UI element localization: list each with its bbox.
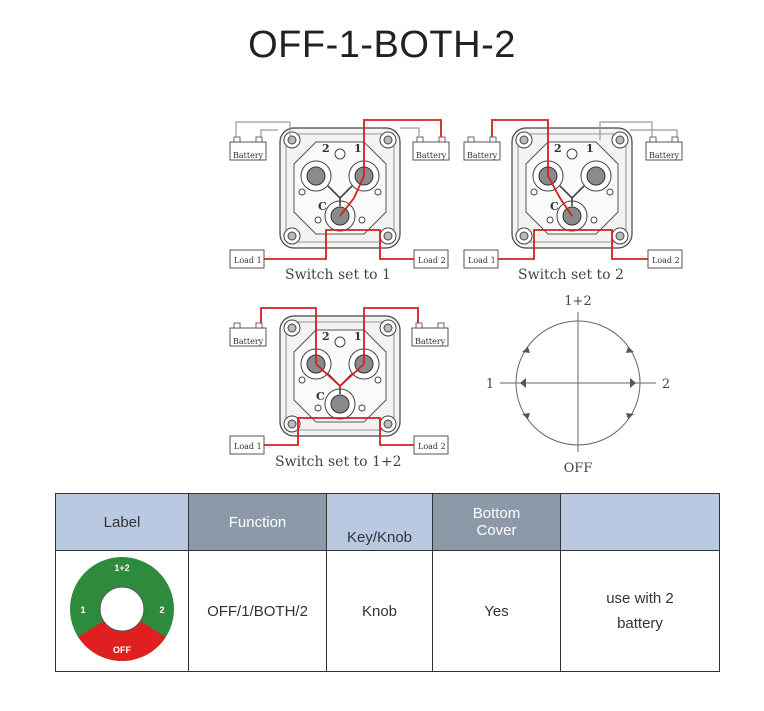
arrow-icon	[520, 378, 526, 388]
header-bottom-line2: Cover	[476, 522, 517, 539]
knob-label-icon: 1+2 1 2 OFF	[70, 557, 174, 661]
dial-right-label: 2	[662, 377, 670, 392]
terminal-c-label: C	[550, 200, 559, 213]
wiring-diagrams: 2 1 C Battery Battery Load 1 Load 2 Swit…	[229, 119, 683, 476]
arrow-icon	[522, 347, 530, 353]
table-header-row: Label Function Key/Knob Bottom Cover	[55, 493, 720, 551]
terminal-c-label: C	[316, 390, 325, 403]
spec-table: Label Function Key/Knob Bottom Cover 1+2…	[55, 493, 720, 672]
load2-label: Load 2	[652, 256, 680, 265]
battery-label: Battery	[467, 151, 498, 160]
cell-function: OFF/1/BOTH/2	[188, 550, 327, 672]
header-key-knob: Key/Knob	[326, 493, 433, 551]
load2-label: Load 2	[418, 442, 446, 451]
terminal-2-label: 2	[322, 330, 330, 343]
diagram-switch-2: 2 1 C Battery Battery Load 1 Load 2 Swit…	[463, 119, 683, 283]
header-label: Label	[55, 493, 189, 551]
arrow-icon	[626, 347, 634, 353]
load2-label: Load 2	[418, 256, 446, 265]
dial-bottom-label: OFF	[564, 461, 593, 476]
dial-top-label: 1+2	[564, 294, 591, 309]
knob-top-label: 1+2	[114, 563, 129, 573]
header-bottom-cover: Bottom Cover	[432, 493, 561, 551]
header-notes	[560, 493, 720, 551]
load1-label: Load 1	[234, 442, 262, 451]
knob-right-label: 2	[159, 605, 164, 615]
cell-key-knob: Knob	[326, 550, 433, 672]
switch2-caption: Switch set to 2	[518, 267, 624, 283]
note-line1: use with 2	[606, 590, 674, 607]
switch1-caption: Switch set to 1	[285, 267, 391, 283]
arrow-icon	[626, 413, 634, 419]
load1-label: Load 1	[234, 256, 262, 265]
battery-label: Battery	[415, 337, 446, 346]
battery-label: Battery	[649, 151, 680, 160]
cell-label-image: 1+2 1 2 OFF	[55, 550, 189, 672]
terminal-2-label: 2	[554, 142, 562, 155]
note-line2: battery	[617, 615, 663, 632]
arrow-icon	[522, 413, 530, 419]
terminal-1-label: 1	[354, 142, 362, 155]
cell-note: use with 2 battery	[560, 550, 720, 672]
battery-label: Battery	[233, 337, 264, 346]
switch12-caption: Switch set to 1+2	[275, 454, 402, 470]
terminal-2-label: 2	[322, 142, 330, 155]
knob-bottom-label: OFF	[113, 645, 131, 655]
battery-label: Battery	[233, 151, 264, 160]
page-title: OFF-1-BOTH-2	[248, 24, 516, 66]
diagram-switch-1-2: 2 1 C Battery Battery Load 1 Load 2 Swit…	[229, 307, 449, 470]
arrow-icon	[630, 378, 636, 388]
battery-label: Battery	[416, 151, 447, 160]
terminal-1-label: 1	[354, 330, 362, 343]
terminal-c-label: C	[318, 200, 327, 213]
knob-left-label: 1	[80, 605, 85, 615]
cell-bottom-cover: Yes	[432, 550, 561, 672]
dial-left-label: 1	[486, 377, 494, 392]
load1-label: Load 1	[468, 256, 496, 265]
header-function: Function	[188, 493, 327, 551]
header-bottom-line1: Bottom	[472, 505, 521, 522]
dial-positions: 1+2 1 2 OFF	[486, 294, 670, 476]
diagram-switch-1: 2 1 C Battery Battery Load 1 Load 2 Swit…	[229, 119, 450, 283]
terminal-1-label: 1	[586, 142, 594, 155]
table-row: 1+2 1 2 OFF OFF/1/BOTH/2 Knob Yes use wi…	[55, 550, 720, 672]
